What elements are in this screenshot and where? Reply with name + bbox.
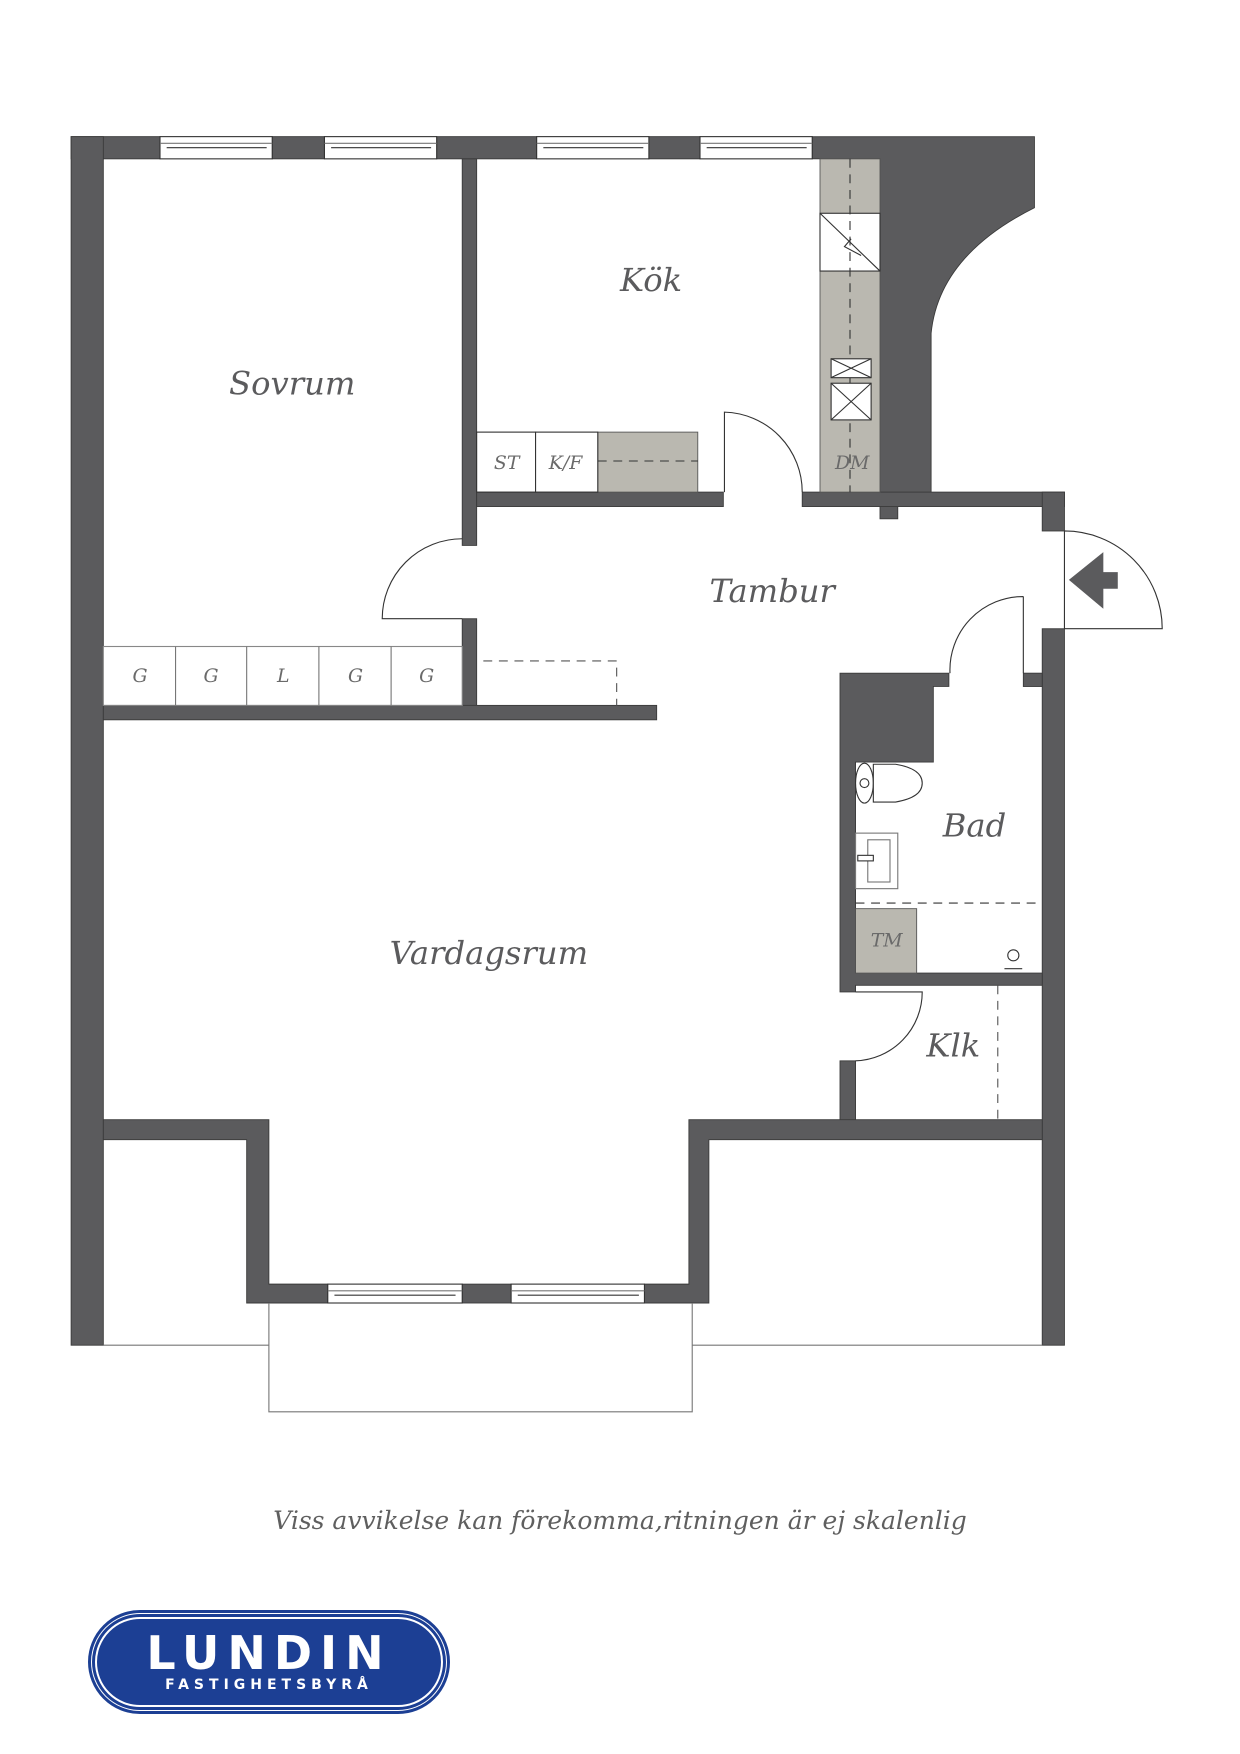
fixture-label-tm: TM [871, 929, 904, 951]
lundin-logo: LUNDIN FASTIGHETSBYRÅ [88, 1610, 450, 1714]
fixture-label-st: ST [494, 452, 521, 474]
room-label-bad: Bad [942, 806, 1006, 844]
entrance-arrow-icon [1068, 552, 1118, 609]
room-label-tambur: Tambur [709, 572, 836, 610]
wardrobe-label: G [204, 665, 219, 687]
kitchen-fittings [476, 158, 881, 493]
room-labels: Sovrum Kök Tambur Vardagsrum Bad Klk ST … [132, 261, 1006, 1064]
wardrobe-label: G [132, 665, 147, 687]
windows [159, 136, 813, 1304]
room-label-sovrum: Sovrum [229, 364, 355, 402]
room-label-vardagsrum: Vardagsrum [390, 934, 589, 972]
logo-sub-text: FASTIGHETSBYRÅ [165, 1677, 373, 1693]
walls [70, 136, 1065, 1346]
room-label-klk: Klk [925, 1026, 980, 1064]
room-label-kok: Kök [619, 261, 682, 299]
disclaimer-text: Viss avvikelse kan förekomma,ritningen ä… [273, 1506, 967, 1535]
wardrobes [102, 645, 618, 706]
wardrobe-label: G [348, 665, 363, 687]
wardrobe-label: G [419, 665, 434, 687]
doors [381, 411, 1163, 1120]
logo-badge: LUNDIN FASTIGHETSBYRÅ [92, 1614, 446, 1710]
fixture-label-kf: K/F [548, 452, 583, 474]
fixture-label-dm: DM [834, 452, 870, 474]
balcony [103, 1303, 1043, 1413]
bathroom-fittings [855, 762, 1043, 974]
logo-main-text: LUNDIN [146, 1626, 392, 1680]
wardrobe-label: L [276, 665, 290, 687]
